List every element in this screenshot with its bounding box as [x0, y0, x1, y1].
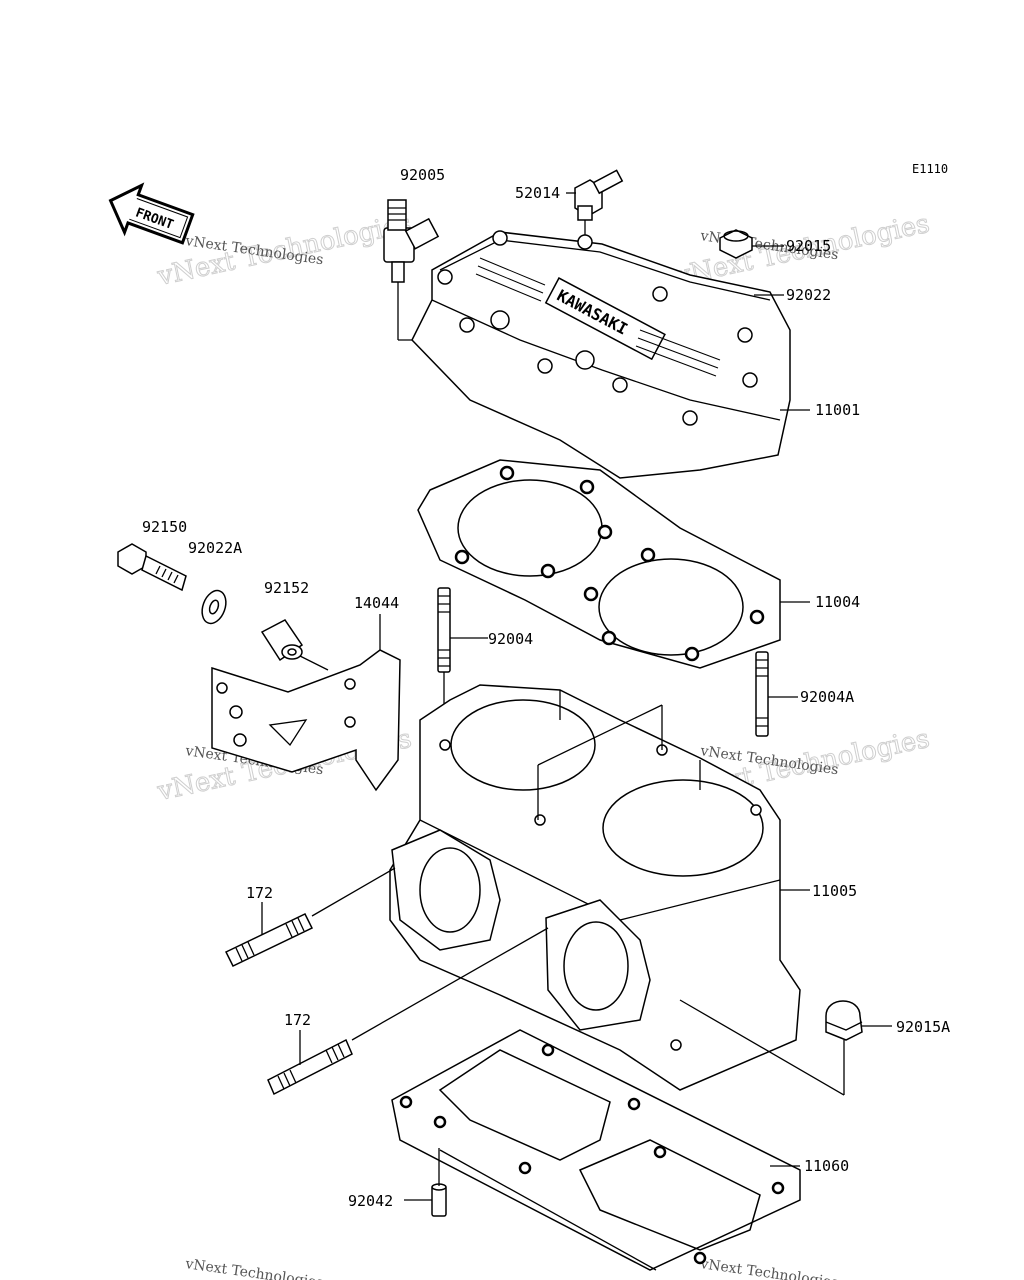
watermark-bottom-left: vNext Technologies	[183, 1256, 324, 1280]
part-92042-dowel-pin	[404, 1148, 447, 1217]
head-bolt-holes	[437, 230, 758, 426]
front-arrow-icon: FRONT	[108, 182, 195, 245]
label-92015: 92015	[786, 237, 831, 255]
label-11060: 11060	[804, 1157, 849, 1175]
label-11005: 11005	[812, 882, 857, 900]
label-172-lower: 172	[284, 1011, 311, 1029]
watermark-text: vNext Technologies	[183, 1256, 324, 1280]
label-92150: 92150	[142, 518, 187, 536]
part-11005-cylinder-block	[389, 684, 810, 1091]
part-92004-stud	[437, 587, 488, 740]
part-172-stud-lower	[267, 927, 549, 1096]
part-11004-head-gasket	[417, 459, 810, 669]
label-92004A: 92004A	[800, 688, 854, 706]
watermark-text: vNext Technologies	[698, 1256, 839, 1280]
part-92015-nut	[719, 229, 753, 259]
part-92005-elbow-fitting	[383, 199, 498, 341]
part-92152-collar	[260, 619, 329, 671]
label-92005: 92005	[400, 166, 445, 184]
label-172-upper: 172	[246, 884, 273, 902]
label-11004: 11004	[815, 593, 860, 611]
label-92015A: 92015A	[896, 1018, 950, 1036]
label-14044: 14044	[354, 594, 399, 612]
label-92004: 92004	[488, 630, 533, 648]
label-92042: 92042	[348, 1192, 393, 1210]
part-labels: 92005 52014 92015 92022 11001 11004 9215…	[142, 166, 950, 1210]
label-11001: 11001	[815, 401, 860, 419]
label-52014: 52014	[515, 184, 560, 202]
head-gasket-holes	[454, 465, 765, 662]
base-gasket-holes	[399, 1043, 785, 1265]
label-92022: 92022	[786, 286, 831, 304]
watermark-top-left: vNext Technologies vNext Technologies	[154, 208, 415, 292]
head-fins	[475, 257, 721, 377]
part-11001-cylinder-head: KAWASAKI	[411, 230, 810, 479]
part-92015A-cap-nut	[679, 999, 892, 1096]
watermark-bottom-right: vNext Technologies	[698, 1256, 839, 1280]
part-172-stud-upper	[224, 867, 396, 967]
label-92022A: 92022A	[188, 539, 242, 557]
label-92152: 92152	[264, 579, 309, 597]
diagram-code: E1110	[912, 162, 948, 176]
part-11060-base-gasket	[391, 1029, 801, 1271]
part-92022A-washer	[201, 589, 227, 625]
part-92004A-stud	[755, 651, 798, 737]
part-92150-bolt	[117, 543, 187, 592]
part-14044-bracket	[211, 640, 401, 792]
